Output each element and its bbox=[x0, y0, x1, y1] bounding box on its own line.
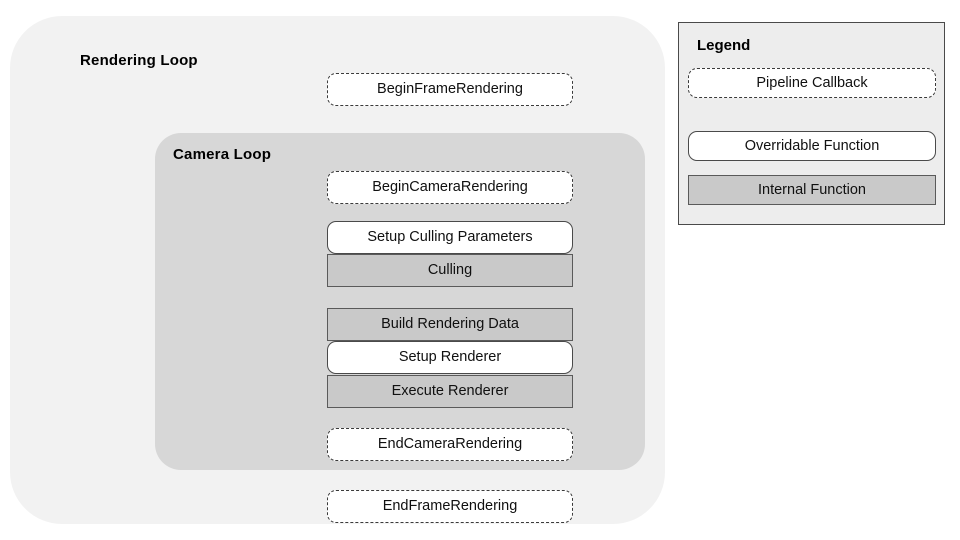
process-node[interactable]: BeginCameraRendering bbox=[327, 171, 573, 204]
legend-item: Overridable Function bbox=[688, 131, 936, 161]
process-node[interactable]: BeginFrameRendering bbox=[327, 73, 573, 106]
process-node[interactable]: Culling bbox=[327, 254, 573, 287]
process-node[interactable]: EndFrameRendering bbox=[327, 490, 573, 523]
process-node[interactable]: Setup Culling Parameters bbox=[327, 221, 573, 254]
camera-loop-title: Camera Loop bbox=[173, 146, 272, 163]
process-node[interactable]: Setup Renderer bbox=[327, 341, 573, 374]
legend-item: Pipeline Callback bbox=[688, 68, 936, 98]
legend-item: Internal Function bbox=[688, 175, 936, 205]
process-node[interactable]: Build Rendering Data bbox=[327, 308, 573, 341]
process-node[interactable]: EndCameraRendering bbox=[327, 428, 573, 461]
process-node[interactable]: Execute Renderer bbox=[327, 375, 573, 408]
legend-title: Legend bbox=[697, 37, 751, 54]
rendering-loop-title: Rendering Loop bbox=[80, 52, 198, 69]
